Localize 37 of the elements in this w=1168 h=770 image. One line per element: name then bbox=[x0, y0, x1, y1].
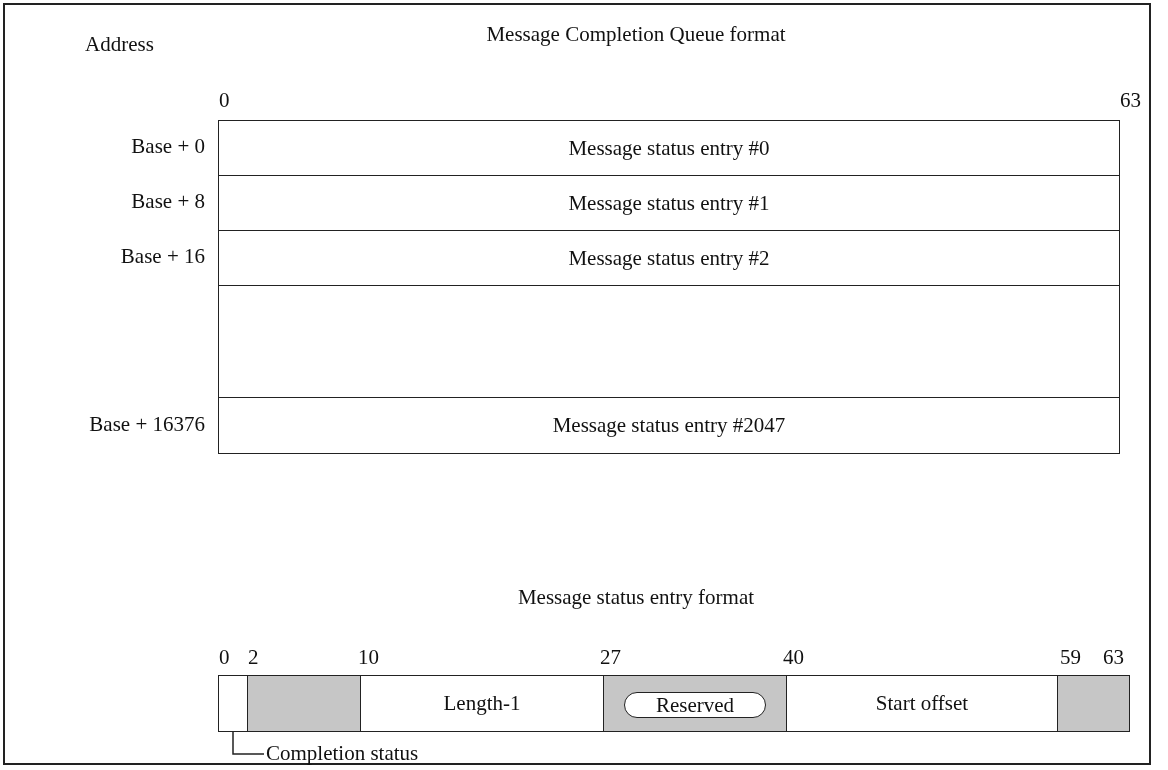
diagram-title: Message Completion Queue format bbox=[485, 22, 787, 47]
address-label: Base + 16 bbox=[120, 244, 205, 269]
bit-field bbox=[786, 675, 1058, 732]
address-label: Base + 0 bbox=[131, 134, 205, 159]
field-label: Length-1 bbox=[443, 691, 521, 716]
table-row bbox=[218, 397, 1120, 454]
bit-field bbox=[603, 675, 787, 732]
bit-number: 40 bbox=[783, 645, 804, 670]
bit-number: 0 bbox=[219, 645, 230, 670]
bit-number: 63 bbox=[1103, 645, 1124, 670]
field-label: Start offset bbox=[875, 691, 969, 716]
column-heading: Address bbox=[85, 32, 154, 57]
bit-field bbox=[247, 675, 361, 732]
bit-number: 63 bbox=[1120, 88, 1141, 113]
bit-number: 0 bbox=[219, 88, 230, 113]
bit-number: 2 bbox=[248, 645, 259, 670]
field-label: Completion status bbox=[266, 740, 486, 766]
field-label: Message status entry #0 bbox=[568, 135, 770, 161]
address-label: Base + 8 bbox=[131, 189, 205, 214]
bit-field bbox=[1057, 675, 1130, 732]
address-label: Base + 16376 bbox=[89, 412, 205, 437]
field-label: Message status entry #2 bbox=[568, 245, 770, 271]
bit-number: 10 bbox=[358, 645, 379, 670]
table-row bbox=[218, 285, 1120, 398]
table-row bbox=[218, 175, 1120, 231]
leader-line bbox=[232, 731, 265, 755]
field-label: Message status entry #2047 bbox=[552, 413, 786, 438]
table-row bbox=[218, 230, 1120, 286]
bit-field bbox=[218, 675, 248, 732]
field-label: Message status entry #1 bbox=[568, 190, 770, 216]
section-heading: Message status entry format bbox=[516, 585, 756, 610]
table-row bbox=[218, 120, 1120, 176]
reserved-pill bbox=[624, 692, 766, 718]
bit-number: 27 bbox=[600, 645, 621, 670]
bit-number: 59 bbox=[1060, 645, 1081, 670]
bit-field bbox=[360, 675, 604, 732]
field-label: Reserved bbox=[655, 692, 735, 718]
